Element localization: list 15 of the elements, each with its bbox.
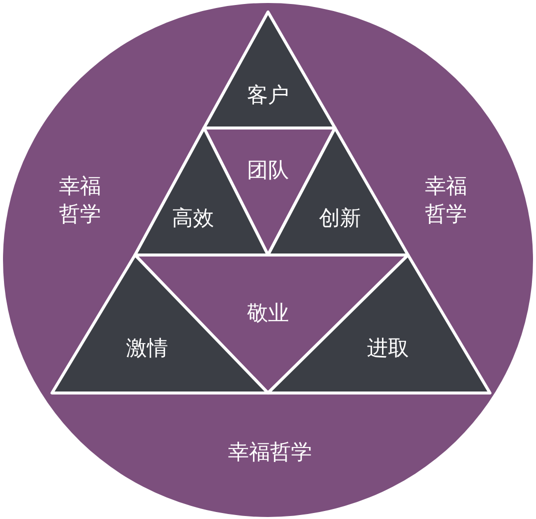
triangle — [268, 128, 408, 255]
triangle-label: 客户 — [246, 82, 290, 109]
circle-label: 幸福哲学 — [227, 439, 313, 466]
triangle-label: 团队 — [246, 157, 290, 184]
circle-label: 幸福哲学 — [58, 173, 102, 228]
triangle-label: 进取 — [366, 335, 410, 362]
triangle — [268, 255, 490, 393]
triangle — [52, 255, 268, 393]
circle-label: 幸福哲学 — [424, 173, 468, 228]
triangle — [204, 12, 335, 128]
triangle-label: 激情 — [125, 335, 169, 362]
triangle-label: 高效 — [171, 205, 215, 232]
triangle-label: 创新 — [318, 205, 362, 232]
triangle-label: 敬业 — [246, 300, 290, 327]
triangle — [135, 128, 268, 255]
